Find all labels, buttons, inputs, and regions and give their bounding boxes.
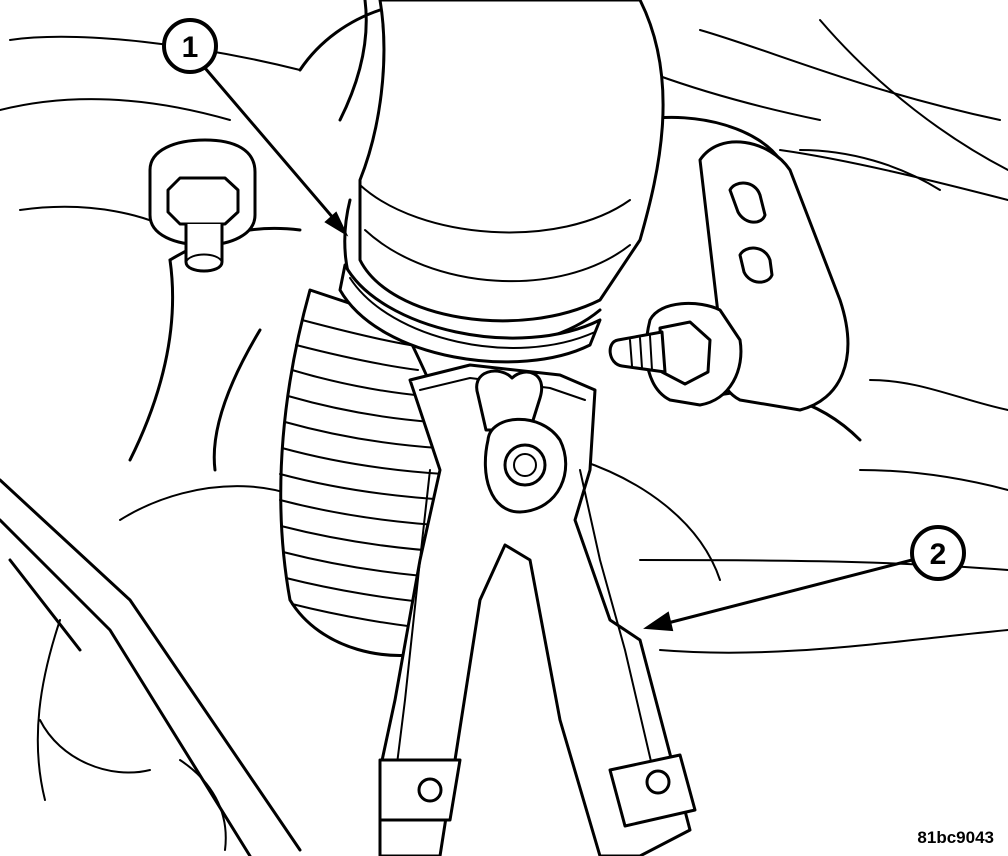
left-mount-bolt	[148, 138, 257, 273]
callout-1-label: 1	[182, 31, 199, 64]
rack-housing	[343, 0, 665, 348]
boot-clamp	[338, 263, 602, 364]
clamp-pliers-tool	[378, 363, 697, 856]
callout-2-circle	[910, 525, 966, 581]
callout-1: 1	[162, 18, 349, 237]
callout-2-label: 2	[930, 538, 947, 571]
callout-1-circle	[162, 18, 218, 74]
right-mount-bolt	[608, 301, 743, 407]
figure-id-label: 81bc9043	[917, 828, 994, 847]
callout-2: 2	[643, 525, 966, 632]
lower-control-arm	[0, 226, 331, 856]
